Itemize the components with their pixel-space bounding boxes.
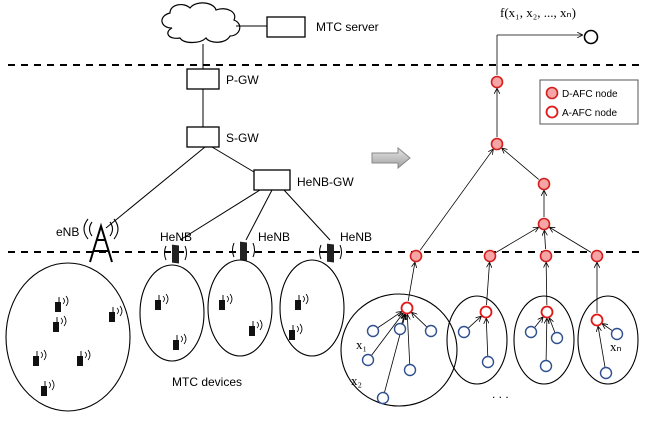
d-afc-node <box>539 249 553 263</box>
mtc-device-icon <box>155 293 169 310</box>
mtc-server-box <box>266 16 306 38</box>
a-afc-node <box>590 313 604 327</box>
cloud-icon <box>161 2 241 44</box>
device-node <box>457 325 471 339</box>
device-node <box>599 366 613 380</box>
device-edge <box>546 319 547 361</box>
enb-label: eNB <box>56 225 79 239</box>
device-edge <box>407 315 409 365</box>
a-afc-node <box>540 305 554 319</box>
legend-d-afc-label: D-AFC node <box>562 89 618 100</box>
device-edge <box>603 324 613 331</box>
right-cluster-3 <box>513 295 575 385</box>
legend-a-afc-icon <box>545 105 559 119</box>
tree-edge <box>544 231 545 250</box>
henb-gw-label: HeNB-GW <box>297 175 354 189</box>
a-afc-node <box>400 301 414 315</box>
device-edge <box>412 313 427 328</box>
device-node <box>550 331 564 345</box>
right-cluster-2 <box>446 295 508 385</box>
mtc-device-icon <box>53 315 67 332</box>
legend-d-afc-icon <box>545 86 559 100</box>
device-edge <box>468 317 480 329</box>
device-edge <box>486 319 487 357</box>
tree-edges <box>371 89 613 393</box>
tree-edge <box>502 149 539 180</box>
d-afc-node <box>537 217 551 231</box>
mtc-device-icon <box>77 349 91 366</box>
device-node <box>424 324 438 338</box>
d-afc-node <box>409 249 423 263</box>
d-afc-node <box>537 177 551 191</box>
mtc-device-group <box>33 293 309 396</box>
tree-edge <box>495 228 538 253</box>
device-edge <box>371 314 403 356</box>
ellipsis-label: . . . <box>492 387 509 401</box>
tree-nodes <box>361 75 624 405</box>
right-cluster-1 <box>340 293 458 407</box>
henb-gw-box <box>253 169 291 191</box>
henb-device-cluster-1 <box>139 264 205 362</box>
device-node <box>361 353 375 367</box>
henb-device-cluster-3 <box>279 259 345 357</box>
x1-label: x₁ <box>356 337 367 352</box>
enb-device-cluster <box>5 262 131 412</box>
device-node <box>403 363 417 377</box>
mtc-devices-label: MTC devices <box>172 375 242 389</box>
pgw-box <box>186 68 220 90</box>
device-node <box>539 359 553 373</box>
d-afc-node <box>490 75 504 89</box>
device-edge <box>377 312 401 328</box>
xn-label: xₙ <box>610 339 622 354</box>
henb-label-2: HeNB <box>258 230 290 244</box>
mtc-device-icon <box>109 305 123 322</box>
device-node <box>376 391 390 405</box>
mtc-device-icon <box>219 293 233 310</box>
tree-edge <box>546 263 547 306</box>
henb-icon-1 <box>164 244 187 264</box>
function-output-label: f(x₁, x₂, ..., xₙ) <box>500 5 576 20</box>
henb-icon-2 <box>232 241 255 261</box>
device-edge <box>598 327 606 368</box>
device-node <box>481 355 495 369</box>
henb-device-cluster-2 <box>207 259 273 357</box>
x2-label: x₂ <box>351 373 362 388</box>
device-edge <box>550 319 556 333</box>
d-afc-node <box>483 249 497 263</box>
d-afc-node <box>590 249 604 263</box>
d-afc-node <box>490 137 504 151</box>
henb-icon-3 <box>319 243 342 263</box>
henb-label-3: HeNB <box>340 230 372 244</box>
mtc-device-icon <box>173 333 187 350</box>
mtc-server-label: MTC server <box>316 20 379 34</box>
tree-edge <box>550 228 592 253</box>
tree-edge <box>419 150 493 251</box>
mtc-device-icon <box>33 349 47 366</box>
henb-label-1: HeNB <box>160 230 192 244</box>
device-node <box>610 327 624 341</box>
sgw-label: S-GW <box>226 131 259 145</box>
mtc-device-icon <box>249 319 263 336</box>
sgw-box <box>186 126 220 148</box>
device-edge <box>534 317 543 328</box>
legend-a-afc-label: A-AFC node <box>562 108 617 119</box>
output-node <box>583 29 599 45</box>
mtc-device-icon <box>295 293 309 310</box>
enb-tower-icon <box>83 218 119 263</box>
device-node <box>366 324 380 338</box>
device-node <box>393 322 407 336</box>
a-afc-node <box>479 305 493 319</box>
mtc-device-icon <box>41 379 55 396</box>
mtc-device-icon <box>55 295 69 312</box>
mtc-device-icon <box>289 323 303 340</box>
transform-arrow-icon <box>371 146 411 170</box>
pgw-label: P-GW <box>226 73 259 87</box>
device-node <box>524 325 538 339</box>
right-cluster-4 <box>577 295 639 385</box>
